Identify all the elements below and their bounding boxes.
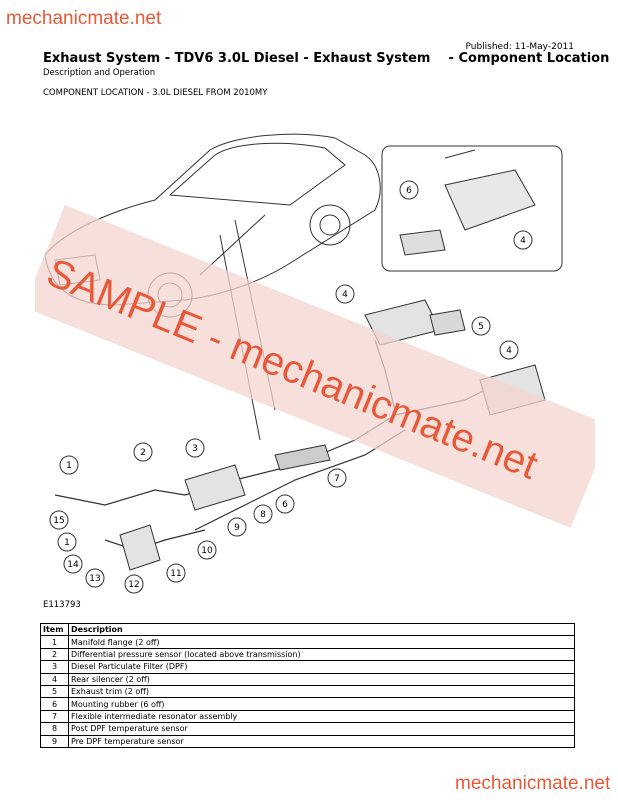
callout-2: 2 <box>133 442 153 462</box>
item-description: Rear silencer (2 off) <box>68 672 575 686</box>
svg-text:4: 4 <box>342 290 348 300</box>
svg-text:5: 5 <box>478 322 484 332</box>
item-description: Post DPF temperature sensor <box>68 722 575 736</box>
svg-text:4: 4 <box>506 346 512 356</box>
item-number: 1 <box>40 635 69 649</box>
table-header-row: Item Description <box>40 622 575 637</box>
callout-9: 9 <box>227 517 247 537</box>
item-number: 6 <box>40 697 69 711</box>
callout-6b: 6 <box>399 180 419 200</box>
svg-text:11: 11 <box>170 569 181 579</box>
item-description: Diesel Particulate Filter (DPF) <box>68 660 575 674</box>
callout-1b: 1 <box>57 532 77 552</box>
inset-silencer <box>399 149 536 256</box>
column-header-description: Description <box>68 622 575 637</box>
callout-10: 10 <box>197 540 217 560</box>
item-description: Manifold flange (2 off) <box>68 635 575 649</box>
svg-text:12: 12 <box>128 580 139 590</box>
callout-6a: 6 <box>275 494 295 514</box>
callout-15: 15 <box>49 510 69 530</box>
page-subtitle: Description and Operation <box>43 68 156 78</box>
svg-text:10: 10 <box>201 546 213 556</box>
component-location-heading: COMPONENT LOCATION - 3.0L DIESEL FROM 20… <box>43 88 268 98</box>
exhaust-diagram: SAMPLE - mechanicmate.net 1 2 3 4 4 4 5 … <box>35 133 595 594</box>
callout-4b: 4 <box>499 340 519 360</box>
item-number: 9 <box>40 734 69 748</box>
callout-7: 7 <box>327 468 347 488</box>
callout-4a: 4 <box>335 284 355 304</box>
item-description: Exhaust trim (2 off) <box>68 684 575 699</box>
watermark-bottom: mechanicmate.net <box>455 773 611 794</box>
column-header-item: Item <box>40 622 69 637</box>
callout-8: 8 <box>253 504 273 524</box>
item-number: 3 <box>40 660 69 674</box>
svg-text:6: 6 <box>282 500 288 510</box>
callout-13: 13 <box>85 568 105 588</box>
watermark-top: mechanicmate.net <box>6 8 162 29</box>
svg-text:3: 3 <box>192 444 198 454</box>
callout-3: 3 <box>185 438 205 458</box>
callout-5: 5 <box>471 316 491 336</box>
svg-text:14: 14 <box>67 560 79 570</box>
callout-11: 11 <box>166 563 186 583</box>
svg-text:15: 15 <box>53 516 64 526</box>
published-date: Published: 11-May-2011 <box>465 42 574 52</box>
page-title: Exhaust System - TDV6 3.0L Diesel - Exha… <box>43 51 610 66</box>
callout-14: 14 <box>63 554 83 574</box>
callout-4c: 4 <box>513 230 533 250</box>
callout-12: 12 <box>124 574 144 594</box>
figure-reference: E113793 <box>43 600 81 610</box>
svg-text:13: 13 <box>89 574 100 584</box>
item-number: 4 <box>40 672 69 686</box>
svg-text:6: 6 <box>406 186 412 196</box>
callouts: 1 2 3 4 4 4 5 6 6 7 8 9 10 11 12 13 14 1… <box>49 180 533 594</box>
item-description: Mounting rubber (6 off) <box>68 697 575 711</box>
callout-1a: 1 <box>59 455 79 475</box>
item-description: Differential pressure sensor (located ab… <box>68 647 575 662</box>
svg-text:1: 1 <box>66 461 72 471</box>
svg-text:1: 1 <box>64 538 70 548</box>
svg-text:7: 7 <box>334 474 340 484</box>
item-description: Flexible intermediate resonator assembly <box>68 709 575 724</box>
svg-text:9: 9 <box>234 523 240 533</box>
item-number: 5 <box>40 684 69 699</box>
svg-text:2: 2 <box>140 448 146 458</box>
item-number: 7 <box>40 709 69 724</box>
item-description: Pre DPF temperature sensor <box>68 734 575 748</box>
svg-text:8: 8 <box>260 510 266 520</box>
svg-text:4: 4 <box>520 236 526 246</box>
item-number: 8 <box>40 722 69 736</box>
item-number: 2 <box>40 647 69 662</box>
